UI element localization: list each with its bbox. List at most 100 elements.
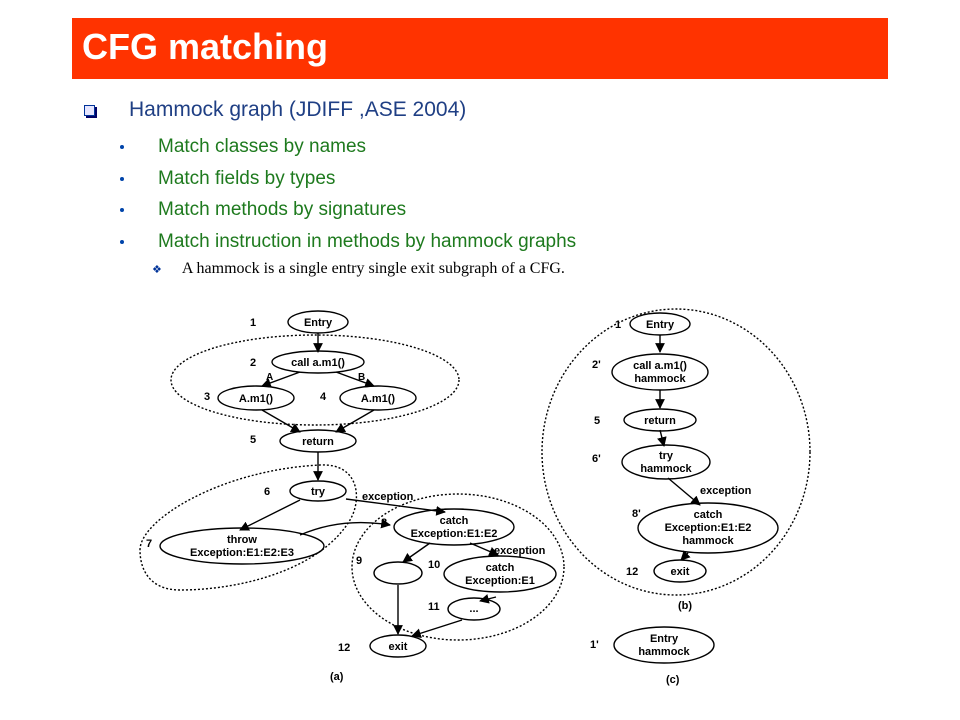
slide-title: CFG matching [82,26,329,67]
diagram-caption: (b) [678,600,692,612]
node-label: catch [694,509,723,521]
diagram-a [139,310,565,658]
node-catch-8 [393,508,515,546]
node-catch-hammock [637,502,779,554]
edge-label: exception [494,545,546,557]
diagram-c [613,626,715,664]
node-entry [287,310,349,334]
node-number: 4 [320,391,327,403]
node-label: throw [227,534,257,546]
node-try-hammock [621,444,711,480]
edge-label: B [358,372,365,383]
hammock-region [351,493,565,641]
sub-bullet: Match instruction in methods by hammock … [120,231,576,253]
diagram-caption: (c) [666,674,680,686]
hammock-region [170,334,460,426]
diagram-caption: (a) [330,671,344,683]
node-label: return [644,415,676,427]
dot-bullet-icon [120,208,124,212]
node-call-hammock [611,353,709,391]
hammock-region [139,464,358,591]
node-9 [373,561,423,585]
node-number: 9 [356,555,362,567]
node-label: hammock [638,646,690,658]
node-label: hammock [640,463,692,475]
node-label: exit [671,566,690,578]
diamond-bullet-icon: ❖ [152,263,162,276]
node-label: Exception:E1:E2:E3 [190,547,294,559]
node-a-m1 [217,385,295,411]
edge-label: A [266,372,273,383]
node-return [623,408,697,432]
node-b-m1 [339,385,417,411]
node-number: 11 [428,601,440,613]
node-label: hammock [682,535,734,547]
node-entry-hammock [613,626,715,664]
node-number: 7 [146,538,152,550]
node-label: hammock [634,373,686,385]
node-label: A.m1() [239,393,274,405]
dot-bullet-icon [120,145,124,149]
node-throw [159,527,325,565]
node-number: 2 [250,357,256,369]
node-dots [447,597,501,621]
node-label: Exception:E1:E2 [665,522,752,534]
node-number: 5 [250,434,256,446]
node-try [289,480,347,502]
node-number: 3 [204,391,210,403]
node-label: ... [469,603,478,615]
dot-bullet-icon [120,240,124,244]
node-number: 5 [594,415,600,427]
diagram-b [541,308,811,596]
dot-bullet-icon [120,177,124,181]
node-label: call a.m1() [633,360,687,372]
node-label: try [659,450,674,462]
title-bar: CFG matching [72,18,888,79]
diagram-a-text: Entry call a.m1() A.m1() A.m1() return t… [146,317,546,683]
sub-bullet: Match classes by names [120,136,366,158]
sub-sub-bullet: ❖ A hammock is a single entry single exi… [152,260,565,278]
square-bullet-icon [84,104,95,116]
bullet-text: Hammock graph (JDIFF ,ASE 2004) [129,98,467,121]
sub-bullet-text: Match instruction in methods by hammock … [158,231,577,252]
node-entry [629,312,691,336]
node-label: Entry [304,317,333,329]
node-catch-10 [443,555,557,593]
node-number: 1' [590,639,599,651]
node-number: 12 [626,566,638,578]
node-label: return [302,436,334,448]
node-number: 1 [615,319,621,331]
node-exit [653,559,707,583]
node-exit [369,634,427,658]
sub-bullet-text: Match methods by signatures [158,199,407,220]
node-number: 8' [632,508,641,520]
node-label: A.m1() [361,393,396,405]
node-label: Entry [650,633,679,645]
sub-bullet-text: Match fields by types [158,168,336,189]
diagram-b-text: Entry call a.m1() hammock return try ham… [592,319,752,612]
node-label: exit [389,641,408,653]
bullet-level1: Hammock graph (JDIFF ,ASE 2004) [84,98,466,122]
node-label: Exception:E1 [465,575,535,587]
edge-label: exception [700,485,752,497]
diagram-c-text: Entry hammock 1' (c) [590,633,691,686]
node-number: 12 [338,642,350,654]
node-number: 2' [592,359,601,371]
sub-bullet: Match fields by types [120,168,335,190]
node-number: 8 [381,517,387,529]
sub-sub-bullet-text: A hammock is a single entry single exit … [181,260,565,277]
node-label: Exception:E1:E2 [411,528,498,540]
node-label: catch [486,562,515,574]
sub-bullet-text: Match classes by names [158,136,367,157]
node-number: 6 [264,486,270,498]
node-number: 10 [428,559,440,571]
node-label: catch [440,515,469,527]
node-call [271,350,365,374]
sub-bullet: Match methods by signatures [120,199,406,221]
node-number: 1 [250,317,256,329]
node-number: 6' [592,453,601,465]
node-label: Entry [646,319,675,331]
node-label: call a.m1() [291,357,345,369]
node-label: try [311,486,326,498]
